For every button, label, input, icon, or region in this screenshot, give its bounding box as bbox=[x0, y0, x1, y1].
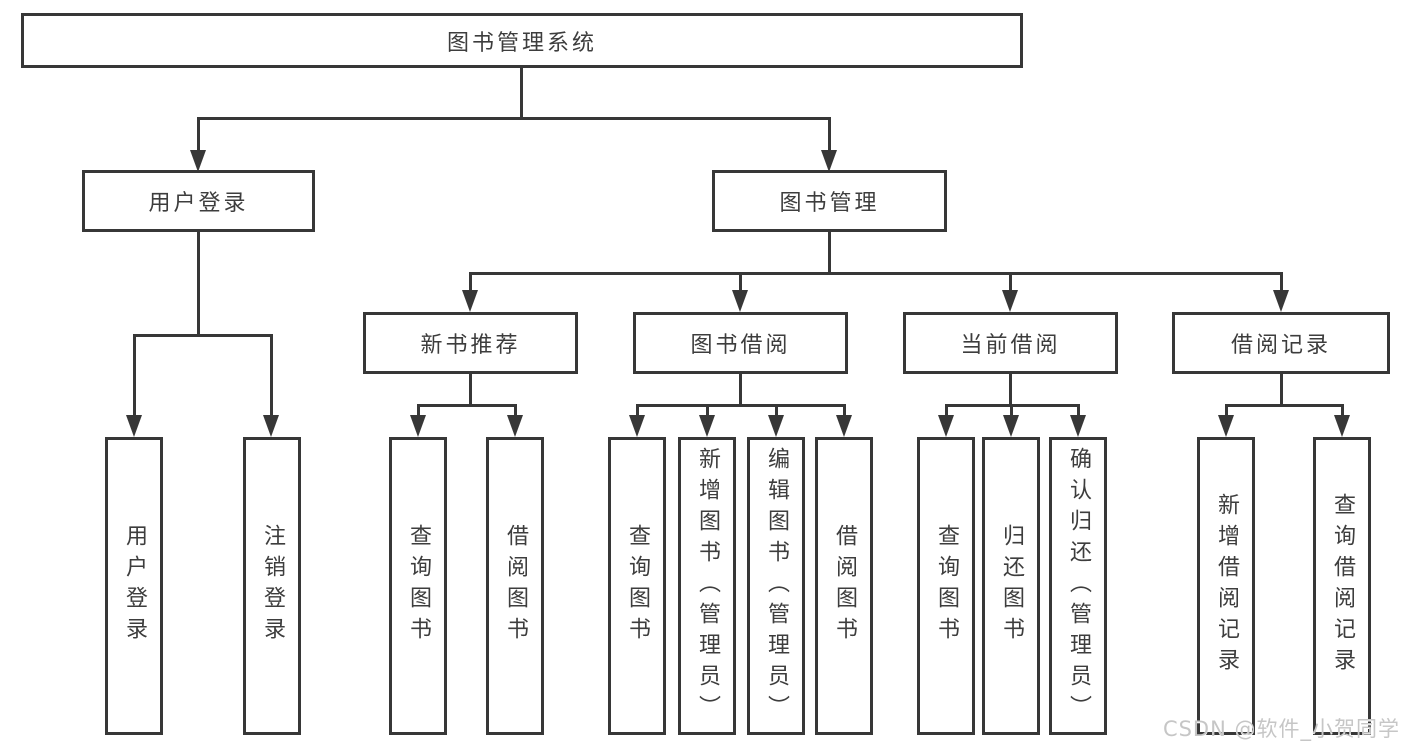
connector-line bbox=[520, 68, 523, 119]
node-label: 借阅图书 bbox=[832, 524, 857, 648]
node-book-management-branch: 图书管理 bbox=[712, 170, 947, 232]
node-borrow-records: 借阅记录 bbox=[1172, 312, 1390, 374]
node-borrow-edit-book-admin: 编辑图书（管理员） bbox=[747, 437, 805, 735]
connector-line bbox=[1280, 272, 1283, 292]
connector-line bbox=[197, 117, 200, 153]
node-current-confirm-return-admin: 确认归还（管理员） bbox=[1049, 437, 1107, 735]
node-label: 用户登录 bbox=[122, 524, 147, 648]
node-recommend-borrow-book: 借阅图书 bbox=[486, 437, 544, 735]
connector-line bbox=[843, 404, 846, 417]
node-borrow-add-book-admin: 新增图书（管理员） bbox=[678, 437, 736, 735]
connector-line bbox=[1341, 404, 1344, 417]
connector-line bbox=[828, 117, 831, 153]
arrow-down-icon bbox=[1002, 290, 1018, 312]
node-label: 注销登录 bbox=[260, 524, 285, 648]
connector-line bbox=[828, 232, 831, 275]
arrow-down-icon bbox=[507, 415, 523, 437]
arrow-down-icon bbox=[629, 415, 645, 437]
node-label: 用户登录 bbox=[148, 191, 249, 216]
connector-line bbox=[775, 404, 778, 417]
connector-line bbox=[197, 117, 831, 120]
arrow-down-icon bbox=[1070, 415, 1086, 437]
arrow-down-icon bbox=[263, 415, 279, 437]
connector-line bbox=[197, 232, 200, 336]
node-label: 图书管理系统 bbox=[446, 30, 597, 56]
node-current-borrow: 当前借阅 bbox=[903, 312, 1118, 374]
node-label: 新增图书（管理员） bbox=[695, 446, 720, 726]
connector-line bbox=[1077, 404, 1080, 417]
connector-line bbox=[1280, 374, 1283, 406]
connector-line bbox=[1010, 404, 1013, 417]
arrow-down-icon bbox=[462, 290, 478, 312]
node-label: 查询借阅记录 bbox=[1330, 493, 1355, 679]
connector-line bbox=[469, 374, 472, 406]
arrow-down-icon bbox=[1218, 415, 1234, 437]
node-label: 归还图书 bbox=[999, 524, 1024, 648]
node-borrow-query-book: 查询图书 bbox=[608, 437, 666, 735]
connector-line bbox=[1009, 272, 1012, 292]
csdn-watermark: CSDN @软件_小贺同学 bbox=[1162, 717, 1400, 741]
connector-line bbox=[514, 404, 517, 417]
connector-line bbox=[1225, 404, 1344, 407]
arrow-down-icon bbox=[410, 415, 426, 437]
node-user-login: 用户登录 bbox=[105, 437, 163, 735]
arrow-down-icon bbox=[1334, 415, 1350, 437]
node-label: 图书管理 bbox=[779, 191, 880, 216]
node-label: 新书推荐 bbox=[420, 333, 521, 358]
node-label: 图书借阅 bbox=[690, 333, 791, 358]
arrow-down-icon bbox=[1273, 290, 1289, 312]
node-library-management-system: 图书管理系统 bbox=[21, 13, 1023, 68]
connector-line bbox=[706, 404, 709, 417]
node-label: 借阅图书 bbox=[503, 524, 528, 648]
connector-line bbox=[1009, 374, 1012, 406]
node-records-add-record: 新增借阅记录 bbox=[1197, 437, 1255, 735]
node-book-borrow: 图书借阅 bbox=[633, 312, 848, 374]
connector-line bbox=[739, 272, 742, 292]
arrow-down-icon bbox=[768, 415, 784, 437]
node-label: 编辑图书（管理员） bbox=[764, 446, 789, 726]
connector-line bbox=[270, 334, 273, 417]
connector-line bbox=[945, 404, 948, 417]
arrow-down-icon bbox=[126, 415, 142, 437]
node-current-return-book: 归还图书 bbox=[982, 437, 1040, 735]
arrow-down-icon bbox=[190, 150, 206, 172]
node-label: 查询图书 bbox=[406, 524, 431, 648]
arrow-down-icon bbox=[938, 415, 954, 437]
node-recommend-query-book: 查询图书 bbox=[389, 437, 447, 735]
connector-line bbox=[636, 404, 846, 407]
connector-line bbox=[739, 374, 742, 406]
node-label: 借阅记录 bbox=[1230, 333, 1331, 358]
node-logout-login: 注销登录 bbox=[243, 437, 301, 735]
node-label: 新增借阅记录 bbox=[1214, 493, 1239, 679]
connector-line bbox=[636, 404, 639, 417]
node-label: 查询图书 bbox=[934, 524, 959, 648]
connector-line bbox=[133, 334, 136, 417]
arrow-down-icon bbox=[699, 415, 715, 437]
arrow-down-icon bbox=[1003, 415, 1019, 437]
node-borrow-borrow-book: 借阅图书 bbox=[815, 437, 873, 735]
connector-line bbox=[133, 334, 273, 337]
connector-line bbox=[417, 404, 420, 417]
arrow-down-icon bbox=[821, 150, 837, 172]
connector-line bbox=[1225, 404, 1228, 417]
arrow-down-icon bbox=[732, 290, 748, 312]
arrow-down-icon bbox=[836, 415, 852, 437]
connector-line bbox=[469, 272, 1283, 275]
node-user-login-branch: 用户登录 bbox=[82, 170, 315, 232]
node-label: 当前借阅 bbox=[960, 333, 1061, 358]
node-records-query-record: 查询借阅记录 bbox=[1313, 437, 1371, 735]
node-label: 确认归还（管理员） bbox=[1066, 446, 1091, 726]
node-label: 查询图书 bbox=[625, 524, 650, 648]
node-new-book-recommend: 新书推荐 bbox=[363, 312, 578, 374]
connector-line bbox=[417, 404, 517, 407]
node-current-query-book: 查询图书 bbox=[917, 437, 975, 735]
connector-line bbox=[469, 272, 472, 292]
